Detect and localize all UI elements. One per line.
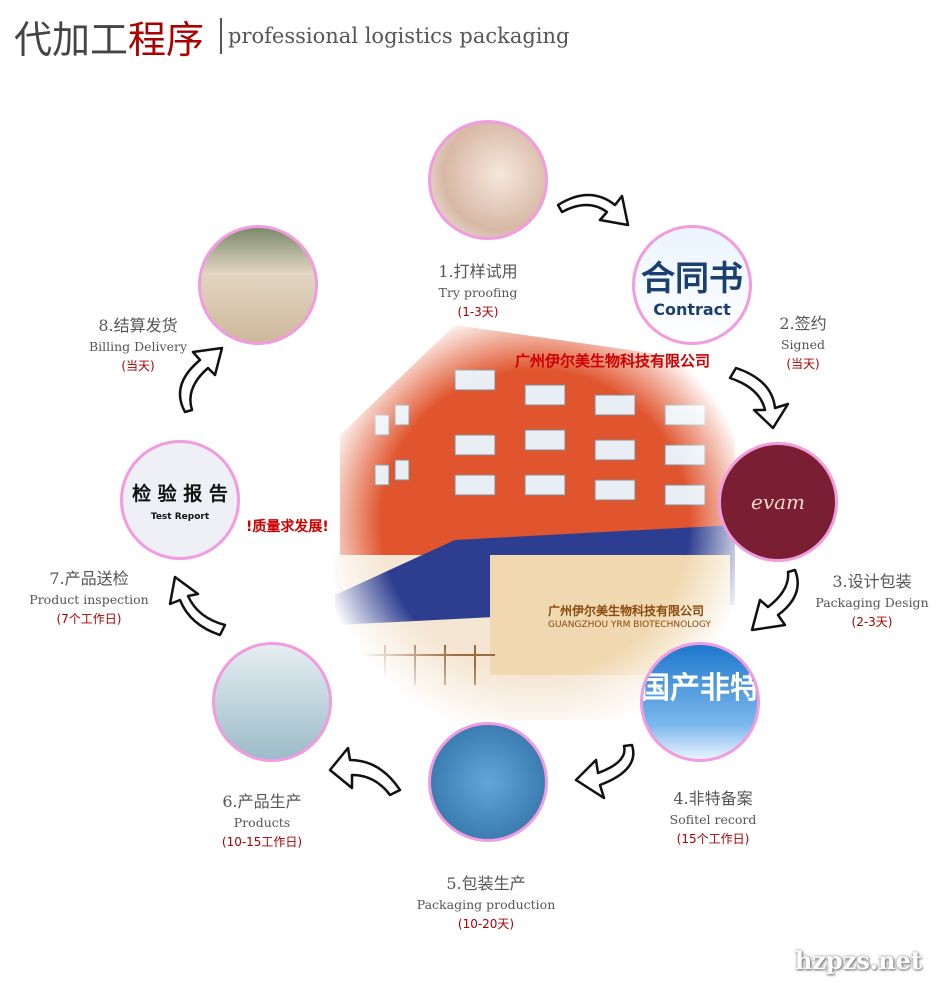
step-5-packaging-production-image bbox=[428, 722, 548, 842]
step-8-label: 8.结算发货 Billing Delivery (当天) bbox=[89, 312, 187, 374]
page-title: 代加工 程序 professional logistics packaging bbox=[14, 14, 570, 62]
step-duration: (当天) bbox=[121, 359, 155, 373]
arrow-6-to-7 bbox=[168, 575, 227, 637]
step-subtitle: Try proofing bbox=[438, 285, 518, 300]
arrow-3-to-4 bbox=[750, 568, 799, 632]
test-report-text-cn: 检 验 报 告 bbox=[132, 482, 228, 505]
arrow-1-to-2 bbox=[556, 193, 630, 227]
step-duration: (2-3天) bbox=[851, 615, 893, 629]
record-image-text: 国产非特 bbox=[640, 671, 760, 706]
test-report-text-en: Test Report bbox=[150, 511, 210, 522]
step-1-face-mask-image bbox=[428, 120, 548, 240]
step-duration: (当天) bbox=[786, 357, 820, 371]
step-8-warehouse-image bbox=[198, 225, 318, 345]
step-7-label: 7.产品送检 Product inspection (7个工作日) bbox=[29, 565, 148, 627]
arrow-7-to-8 bbox=[178, 346, 224, 414]
step-3-packaging-image: evam bbox=[718, 442, 838, 562]
watermark: hzpzs.net bbox=[794, 946, 922, 975]
step-title: 8.结算发货 bbox=[98, 316, 178, 335]
title-subtitle: professional logistics packaging bbox=[228, 24, 570, 48]
arrow-4-to-5 bbox=[574, 743, 635, 800]
step-duration: (15个工作日) bbox=[676, 832, 750, 846]
step-title: 4.非特备案 bbox=[673, 789, 753, 808]
step-subtitle: Signed bbox=[780, 337, 825, 352]
factory-building-image bbox=[335, 325, 735, 720]
title-divider bbox=[220, 18, 223, 54]
step-subtitle: Products bbox=[233, 815, 291, 830]
step-duration: (7个工作日) bbox=[56, 612, 122, 626]
step-6-label: 6.产品生产 Products (10-15工作日) bbox=[222, 788, 302, 850]
building-sign-top: 广州伊尔美生物科技有限公司 bbox=[515, 352, 711, 370]
step-title: 5.包装生产 bbox=[446, 874, 526, 893]
step-subtitle: Packaging Design bbox=[815, 595, 929, 610]
step-title: 1.打样试用 bbox=[438, 262, 518, 281]
arrow-2-to-3 bbox=[728, 366, 790, 430]
step-title: 6.产品生产 bbox=[222, 792, 302, 811]
step-duration: (1-3天) bbox=[457, 305, 499, 319]
step-7-test-report-image: 检 验 报 告 Test Report bbox=[120, 440, 240, 560]
packaging-brand-text: evam bbox=[750, 490, 806, 514]
step-duration: (10-20天) bbox=[457, 917, 515, 931]
step-4-record-image: 国产非特 bbox=[640, 642, 760, 762]
step-subtitle: Product inspection bbox=[29, 592, 149, 607]
step-title: 2.签约 bbox=[779, 314, 827, 333]
building-slogan: !质量求发展! bbox=[246, 519, 329, 535]
step-title: 3.设计包装 bbox=[832, 572, 912, 591]
contract-image-text-cn: 合同书 bbox=[641, 259, 743, 299]
title-part2: 程序 bbox=[128, 17, 205, 62]
step-6-production-image bbox=[212, 642, 332, 762]
step-2-label: 2.签约 Signed (当天) bbox=[779, 310, 826, 372]
step-subtitle: Billing Delivery bbox=[88, 339, 188, 354]
contract-image-text-en: Contract bbox=[653, 300, 731, 319]
gate-sign-en: GUANGZHOU YRM BIOTECHNOLOGY bbox=[548, 620, 712, 630]
step-title: 7.产品送检 bbox=[49, 569, 129, 588]
arrow-5-to-6 bbox=[328, 746, 402, 797]
step-subtitle: Packaging production bbox=[416, 897, 556, 912]
step-5-label: 5.包装生产 Packaging production (10-20天) bbox=[417, 870, 556, 932]
title-part1: 代加工 bbox=[14, 17, 129, 62]
step-1-label: 1.打样试用 Try proofing (1-3天) bbox=[438, 258, 517, 320]
step-4-label: 4.非特备案 Sofitel record (15个工作日) bbox=[670, 785, 757, 847]
step-2-contract-image: 合同书 Contract bbox=[632, 225, 752, 345]
gate-sign: 广州伊尔美生物科技有限公司 bbox=[548, 604, 705, 618]
step-duration: (10-15工作日) bbox=[221, 835, 303, 849]
step-3-label: 3.设计包装 Packaging Design (2-3天) bbox=[815, 568, 928, 630]
step-subtitle: Sofitel record bbox=[669, 812, 757, 827]
